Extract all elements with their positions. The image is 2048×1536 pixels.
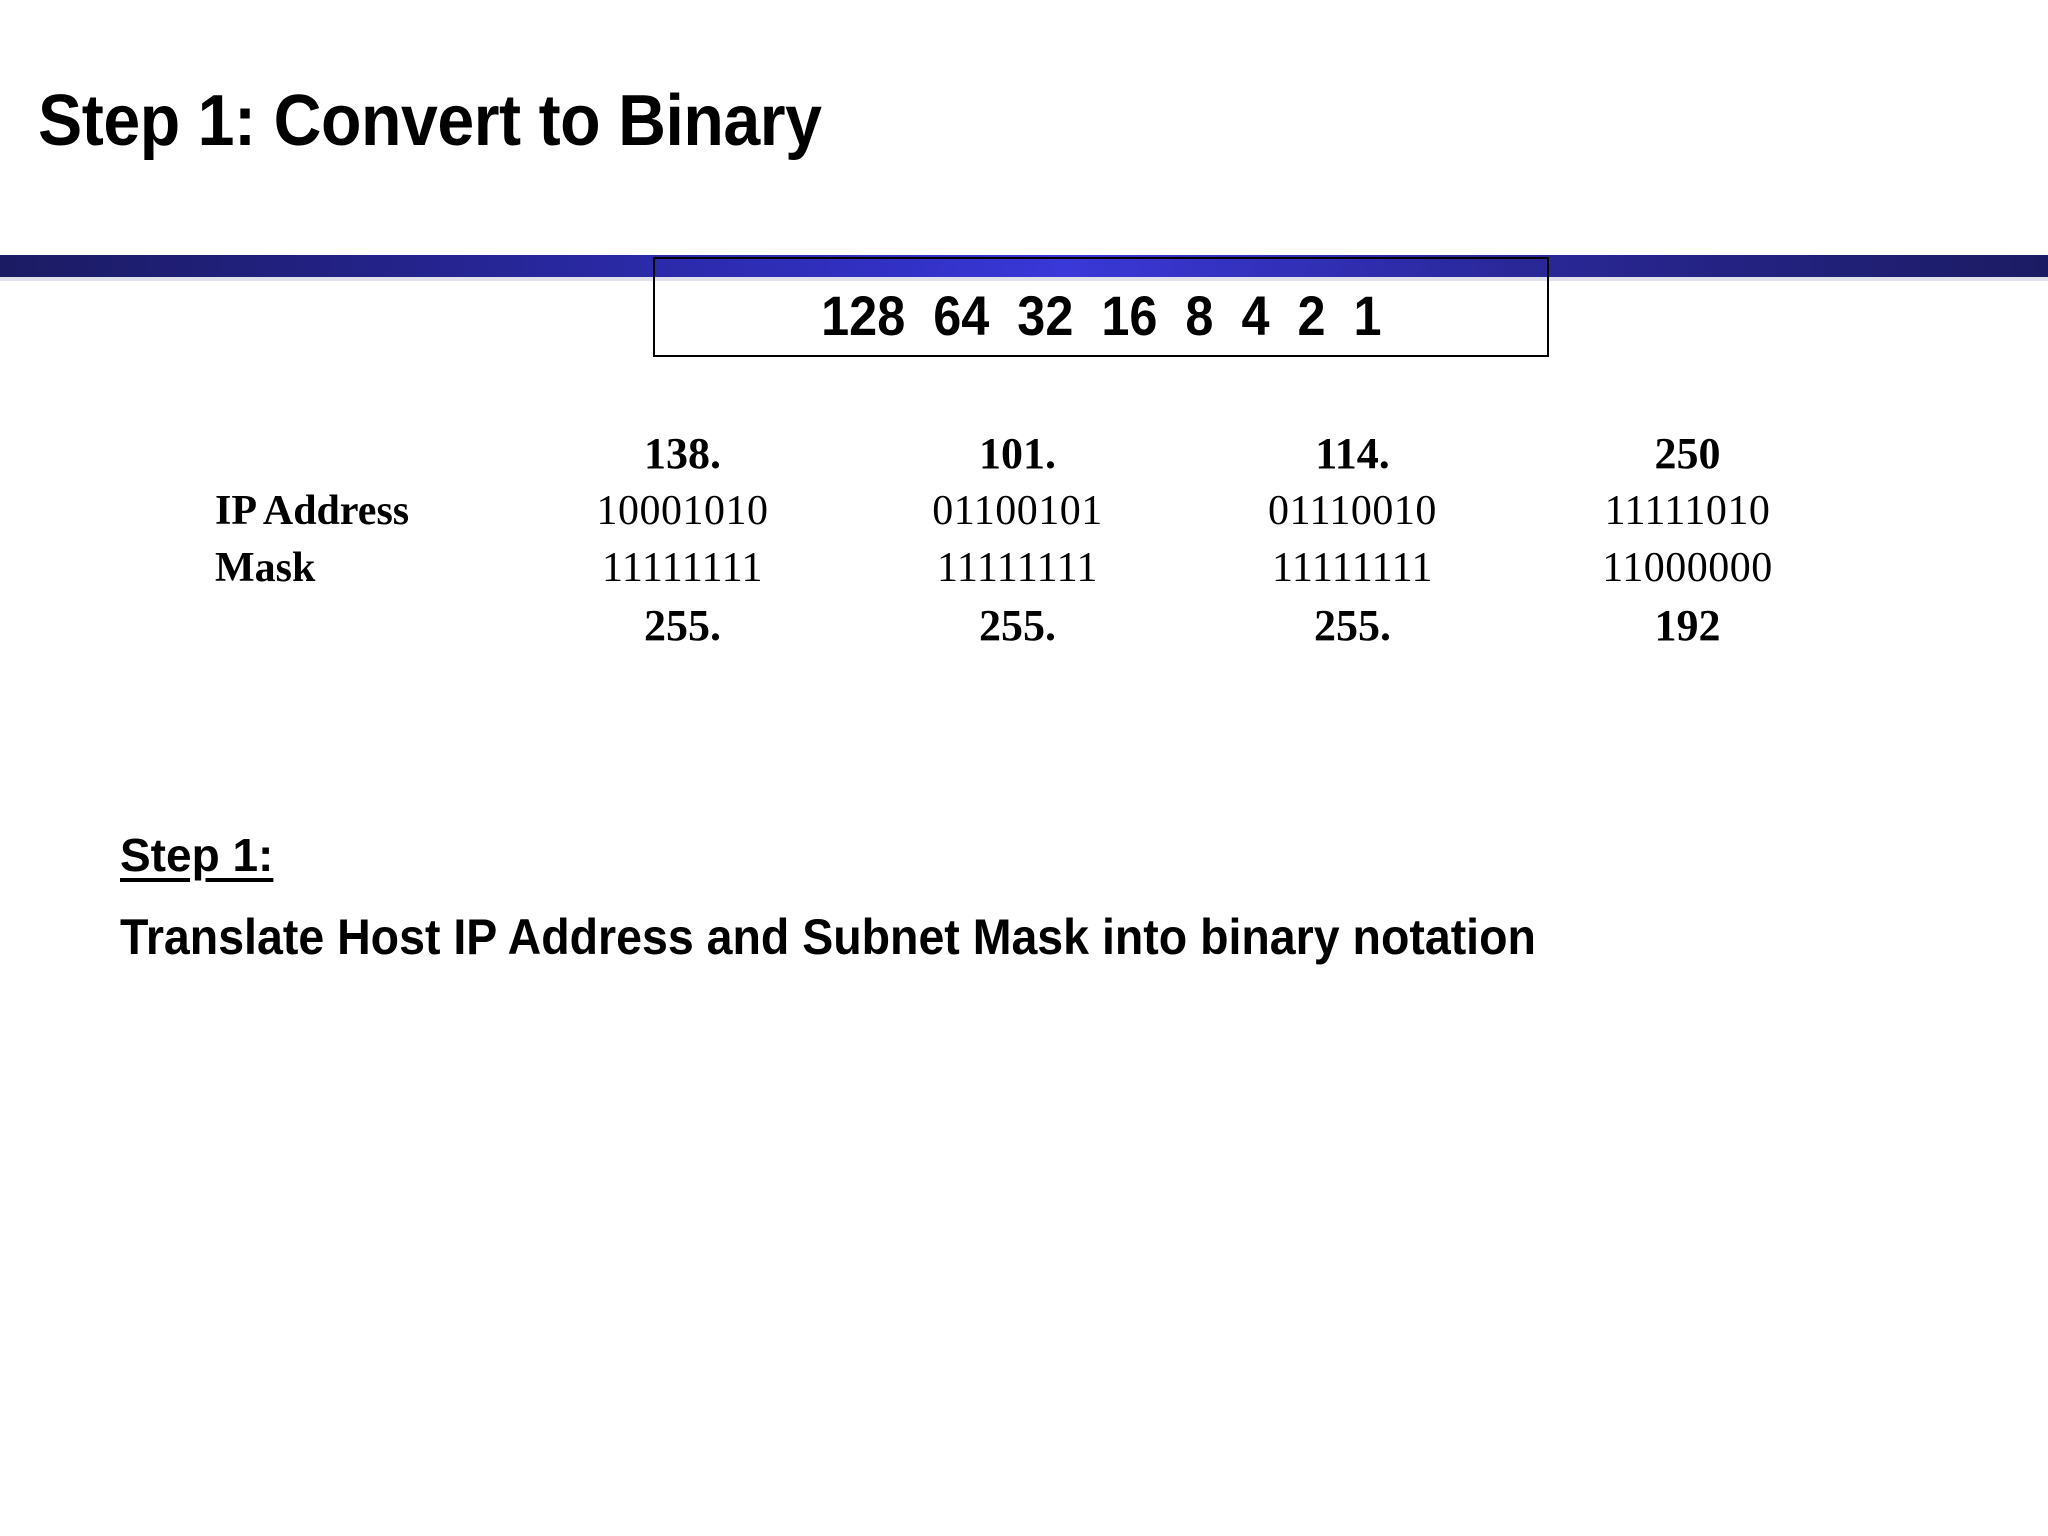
table-row-mask: Mask 11111111 11111111 11111111 11000000 [215,540,1855,597]
ip-binary-octet-1: 10001010 [596,488,769,534]
ip-binary-octet-3: 01110010 [1268,488,1437,534]
mask-binary-octet-1: 11111111 [601,545,764,591]
row-label-ip-address: IP Address [215,488,410,534]
decimal-bottom-octet-1: 255. [644,601,721,650]
decimal-top-octet-3: 114. [1315,429,1390,478]
bit-value-box-inner: 128 64 32 16 8 4 2 1 [655,259,1547,355]
mask-binary-octet-2: 11111111 [936,545,1099,591]
step-heading: Step 1: [120,829,274,881]
decimal-bottom-octet-3: 255. [1314,601,1391,650]
decimal-bottom-octet-2: 255. [979,601,1056,650]
binary-conversion-table: 138. 101. 114. 250 IP Address 10001010 0… [215,425,1855,655]
mask-binary-octet-4: 11000000 [1602,545,1773,591]
row-label-empty-top [215,425,515,483]
table-row-ip-address: IP Address 10001010 01100101 01110010 11… [215,483,1855,540]
step-explanation-block: Step 1: Translate Host IP Address and Su… [120,825,1643,967]
step-description: Translate Host IP Address and Subnet Mas… [120,909,1536,965]
table-row-decimal-bottom: 255. 255. 255. 192 [215,597,1855,655]
ip-binary-octet-4: 11111010 [1604,488,1771,534]
decimal-top-octet-1: 138. [644,429,721,478]
decimal-bottom-octet-4: 192 [1654,601,1721,650]
page-title: Step 1: Convert to Binary [38,81,822,161]
mask-binary-octet-3: 11111111 [1271,545,1434,591]
bit-value-list: 128 64 32 16 8 4 2 1 [820,284,1382,347]
ip-binary-octet-2: 01100101 [932,488,1103,534]
row-label-empty-bottom [215,597,515,655]
row-label-mask: Mask [215,545,316,591]
accent-divider-shadow [0,277,2048,281]
decimal-top-octet-2: 101. [979,429,1056,478]
decimal-top-octet-4: 250 [1654,429,1721,478]
table-row-decimal-top: 138. 101. 114. 250 [215,425,1855,483]
bit-value-box: 128 64 32 16 8 4 2 1 [653,257,1549,357]
accent-divider-bar [0,255,2048,277]
